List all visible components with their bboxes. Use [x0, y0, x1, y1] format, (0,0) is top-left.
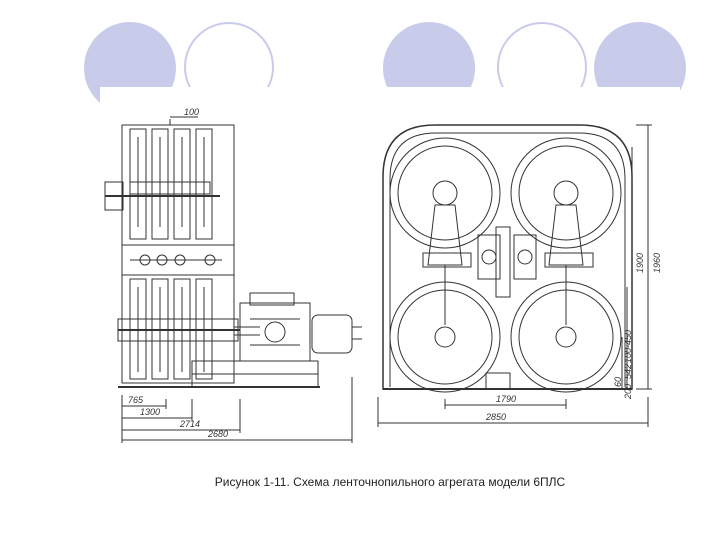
dim-side-top: 100 — [184, 107, 199, 117]
dim-front-h4: 542 — [623, 364, 633, 379]
figure-panel: 100 765 1300 2714 2680 1790 2850 1900 19… — [100, 87, 680, 497]
dim-side-1: 765 — [128, 395, 144, 405]
dim-front-2: 2850 — [485, 412, 506, 422]
figure-caption: Рисунок 1-11. Схема ленточнопильного агр… — [214, 475, 566, 489]
dim-side-4: 2680 — [207, 429, 228, 439]
dim-front-h5: 60 — [613, 377, 623, 387]
side-view — [104, 116, 362, 443]
front-view — [377, 124, 652, 427]
dim-front-h1: 1900 — [635, 253, 645, 273]
dim-front-h6: 200 — [623, 384, 633, 400]
dim-side-2: 1300 — [140, 407, 160, 417]
dim-front-h3: 100-450 — [623, 330, 633, 363]
dim-side-3: 2714 — [179, 419, 200, 429]
dim-front-h2: 1960 — [652, 253, 662, 273]
technical-drawing: 100 765 1300 2714 2680 1790 2850 1900 19… — [104, 107, 662, 443]
dim-front-1: 1790 — [496, 394, 516, 404]
